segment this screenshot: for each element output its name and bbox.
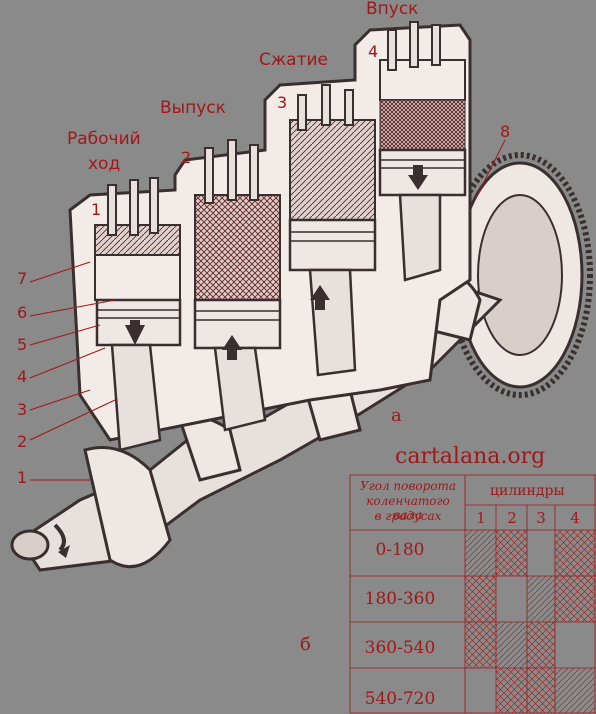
leader-lines	[29, 139, 506, 481]
cylinder-number-1: 1	[91, 200, 102, 219]
part-number-8: 8	[500, 122, 511, 141]
watermark: cartalana.org	[395, 444, 546, 469]
label-compression: Сжатие	[259, 50, 329, 70]
part-number-2: 2	[17, 432, 28, 451]
part-number-7: 7	[17, 269, 28, 288]
cycle-table	[349, 474, 596, 714]
table-col-1: 1	[476, 509, 486, 527]
part-number-3: 3	[17, 400, 28, 419]
table-angle-header-3: в градусах	[374, 509, 442, 523]
flywheel	[447, 152, 593, 398]
table-row-360-540: 360-540	[364, 638, 436, 658]
table-angle-header-2: коленчатого вала	[366, 494, 450, 522]
label-exhaust: Выпуск	[160, 98, 226, 118]
part-number-1: 1	[17, 468, 28, 487]
table-col-3: 3	[536, 509, 546, 527]
part-number-6: 6	[17, 303, 28, 322]
figure-label-b: б	[300, 634, 311, 655]
table-row-0-180: 0-180	[375, 540, 425, 560]
cylinder-number-4: 4	[368, 42, 379, 61]
cylinder-4	[378, 21, 467, 282]
table-col-2: 2	[507, 509, 517, 527]
cylinder-number-3: 3	[277, 93, 288, 112]
part-number-5: 5	[17, 335, 28, 354]
table-angle-header-1: Угол поворота	[359, 479, 457, 493]
label-working-stroke-1: Рабочий	[67, 129, 141, 149]
part-number-4: 4	[17, 367, 28, 386]
cylinder-number-2: 2	[181, 148, 192, 167]
figure-label-a: а	[391, 405, 402, 426]
table-row-540-720: 540-720	[364, 689, 436, 709]
cylinder-2	[193, 139, 282, 432]
table-row-180-360: 180-360	[364, 589, 436, 609]
table-cylinders-header: цилиндры	[490, 483, 565, 499]
cylinder-1	[94, 177, 182, 452]
cylinder-3	[288, 84, 377, 377]
label-intake: Впуск	[366, 0, 419, 19]
label-working-stroke-2: ход	[88, 154, 121, 174]
table-col-4: 4	[570, 509, 580, 527]
